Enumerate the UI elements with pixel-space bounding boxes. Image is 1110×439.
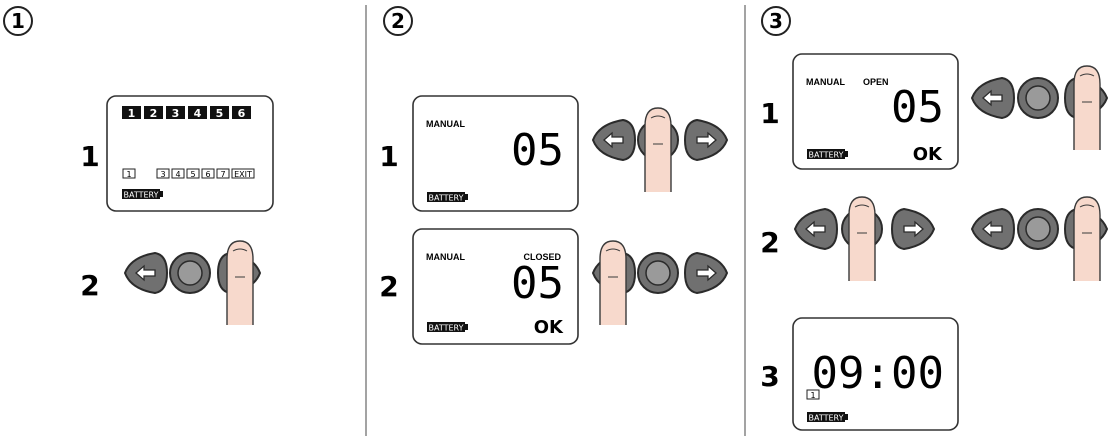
button-row	[592, 240, 728, 326]
row-label-1: 1	[379, 140, 398, 173]
step-number: 2	[391, 9, 405, 33]
lcd-display	[412, 95, 579, 212]
state-label: OPEN	[863, 77, 889, 87]
lcd-display	[412, 228, 579, 345]
right-arrow-button	[684, 252, 728, 294]
svg-text:EXIT: EXIT	[234, 170, 252, 179]
svg-text:7: 7	[220, 170, 225, 179]
finger-press-icon	[599, 240, 627, 326]
center-button	[637, 252, 679, 294]
left-arrow-button	[794, 208, 838, 250]
button-row	[592, 107, 728, 193]
lcd-display	[792, 317, 959, 431]
chip-filled	[166, 106, 185, 119]
row-label-2: 2	[760, 226, 779, 259]
center-button	[1017, 208, 1059, 250]
mode-label: MANUAL	[426, 252, 465, 262]
panel-step-2: 2 1 MANUAL 05 BATTERY 2 MANUAL CLOSED 05…	[379, 6, 728, 345]
step-badge	[761, 6, 791, 36]
row-label-1: 1	[760, 97, 779, 130]
svg-text:4: 4	[175, 170, 180, 179]
battery-indicator: BATTERY	[807, 412, 848, 423]
chip-label: 4	[194, 107, 202, 120]
svg-text:BATTERY: BATTERY	[809, 414, 844, 423]
svg-text:5: 5	[190, 170, 195, 179]
chip-label: 6	[238, 107, 246, 120]
lcd-value: 05	[511, 258, 564, 309]
battery-indicator: BATTERY	[427, 322, 468, 333]
svg-text:BATTERY: BATTERY	[124, 191, 159, 200]
finger-press-icon	[1073, 65, 1101, 151]
center-button	[1017, 77, 1059, 119]
lcd-value: 09:00	[812, 348, 944, 399]
panel-step-3: 3 1 MANUAL OPEN 05 BATTERY OK 2	[760, 6, 1108, 431]
chip-filled	[122, 106, 141, 119]
filled-chips-row: 1 2 3 4 5 6	[122, 106, 251, 120]
finger-press-icon	[226, 240, 254, 326]
finger-press-icon	[848, 196, 876, 282]
outline-chips-row: 1 3 4 5 6 7 EXIT	[122, 168, 255, 179]
finger-press-icon	[644, 107, 672, 193]
chip-label: 2	[150, 107, 158, 120]
chip-filled	[188, 106, 207, 119]
chip-label: 1	[128, 107, 136, 120]
svg-text:3: 3	[160, 170, 165, 179]
right-arrow-button	[684, 119, 728, 161]
svg-text:6: 6	[205, 170, 210, 179]
row-label-2: 2	[80, 269, 99, 302]
row-label-3: 3	[760, 360, 779, 393]
chip-filled	[210, 106, 229, 119]
lcd-display	[106, 95, 274, 212]
left-arrow-button	[124, 252, 168, 294]
svg-text:BATTERY: BATTERY	[429, 194, 464, 203]
left-arrow-button	[592, 119, 636, 161]
lcd-value: 05	[511, 125, 564, 176]
ok-label: OK	[534, 317, 564, 338]
button-row	[124, 240, 261, 326]
ok-label: OK	[913, 144, 943, 165]
left-arrow-button	[971, 77, 1015, 119]
left-arrow-button	[971, 208, 1015, 250]
center-button	[169, 252, 211, 294]
mode-label: MANUAL	[426, 119, 465, 129]
battery-indicator: BATTERY	[427, 192, 468, 203]
chip-label: 5	[216, 107, 224, 120]
panel-step-1: 1 1 1 2 3 4 5 6 1 3 4 5 6	[3, 6, 274, 326]
svg-text:BATTERY: BATTERY	[429, 324, 464, 333]
chip-filled	[232, 106, 251, 119]
chip-label: 1	[810, 391, 815, 400]
button-row	[971, 65, 1108, 151]
mode-label: MANUAL	[806, 77, 845, 87]
button-row-a	[794, 196, 935, 282]
step-number: 1	[11, 9, 25, 33]
svg-text:1: 1	[126, 170, 131, 179]
step-badge	[383, 6, 413, 36]
chip-label: 3	[172, 107, 180, 120]
row-label-2: 2	[379, 270, 398, 303]
battery-indicator: BATTERY	[807, 149, 848, 160]
step-badge	[3, 6, 33, 36]
step-number: 3	[769, 9, 783, 33]
row-label-1: 1	[80, 140, 99, 173]
right-arrow-button	[891, 208, 935, 250]
chip-filled	[144, 106, 163, 119]
state-label: CLOSED	[523, 252, 561, 262]
button-row-b	[971, 196, 1108, 282]
battery-indicator: BATTERY	[122, 189, 163, 200]
chip-outline	[806, 389, 820, 400]
svg-text:BATTERY: BATTERY	[809, 151, 844, 160]
finger-press-icon	[1073, 196, 1101, 282]
lcd-display	[792, 53, 959, 170]
lcd-value: 05	[891, 82, 944, 133]
